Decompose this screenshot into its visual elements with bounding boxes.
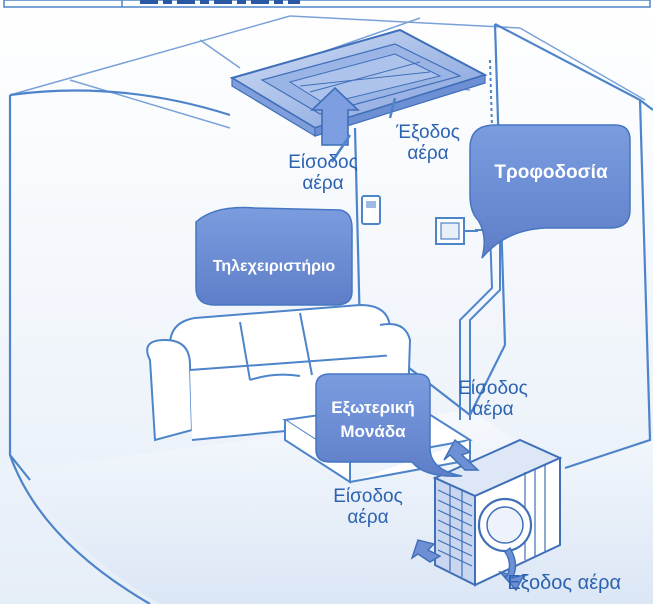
outdoor-unit-callout: Εξωτερική Μονάδα <box>316 396 430 444</box>
label-line: Είσοδος <box>333 486 403 507</box>
callout-line: Εξωτερική <box>331 398 415 417</box>
indoor-air-inlet-label: Είσοδος αέρα <box>275 152 371 194</box>
label-line: αέρα <box>407 143 449 164</box>
label-line: αέρα <box>472 399 514 420</box>
outdoor-unit-bubble <box>315 373 463 477</box>
label-line: Είσοδος <box>288 152 358 173</box>
power-supply-callout: Τροφοδοσία <box>494 162 608 183</box>
power-supply-bubble <box>469 124 631 259</box>
ceiling-cassette-unit <box>229 28 488 138</box>
floor-arc <box>8 454 151 604</box>
remote-control-bubble <box>195 206 353 306</box>
label-line: Έξοδος <box>396 122 460 143</box>
header-strip <box>3 0 651 8</box>
label-line: αέρα <box>347 507 389 528</box>
remote-control-device <box>361 195 381 225</box>
outdoor-inlet-left-label: Είσοδος αέρα <box>316 486 420 528</box>
power-outlet <box>435 217 478 245</box>
outdoor-air-outlet-label: Έξοδος αέρα <box>504 572 622 594</box>
callout-line: Μονάδα <box>340 422 406 441</box>
cassette-airflow-arrows <box>310 86 397 163</box>
outdoor-inlet-top-label: Είσοδος αέρα <box>438 378 548 420</box>
outdoor-unit <box>432 438 563 587</box>
indoor-air-outlet-label: Έξοδος αέρα <box>380 122 476 164</box>
label-line: Είσοδος <box>458 378 528 399</box>
outdoor-airflow-arrows <box>410 438 526 592</box>
remote-control-callout: Τηλεχειριστήριο <box>212 258 336 275</box>
label-line: αέρα <box>302 173 344 194</box>
